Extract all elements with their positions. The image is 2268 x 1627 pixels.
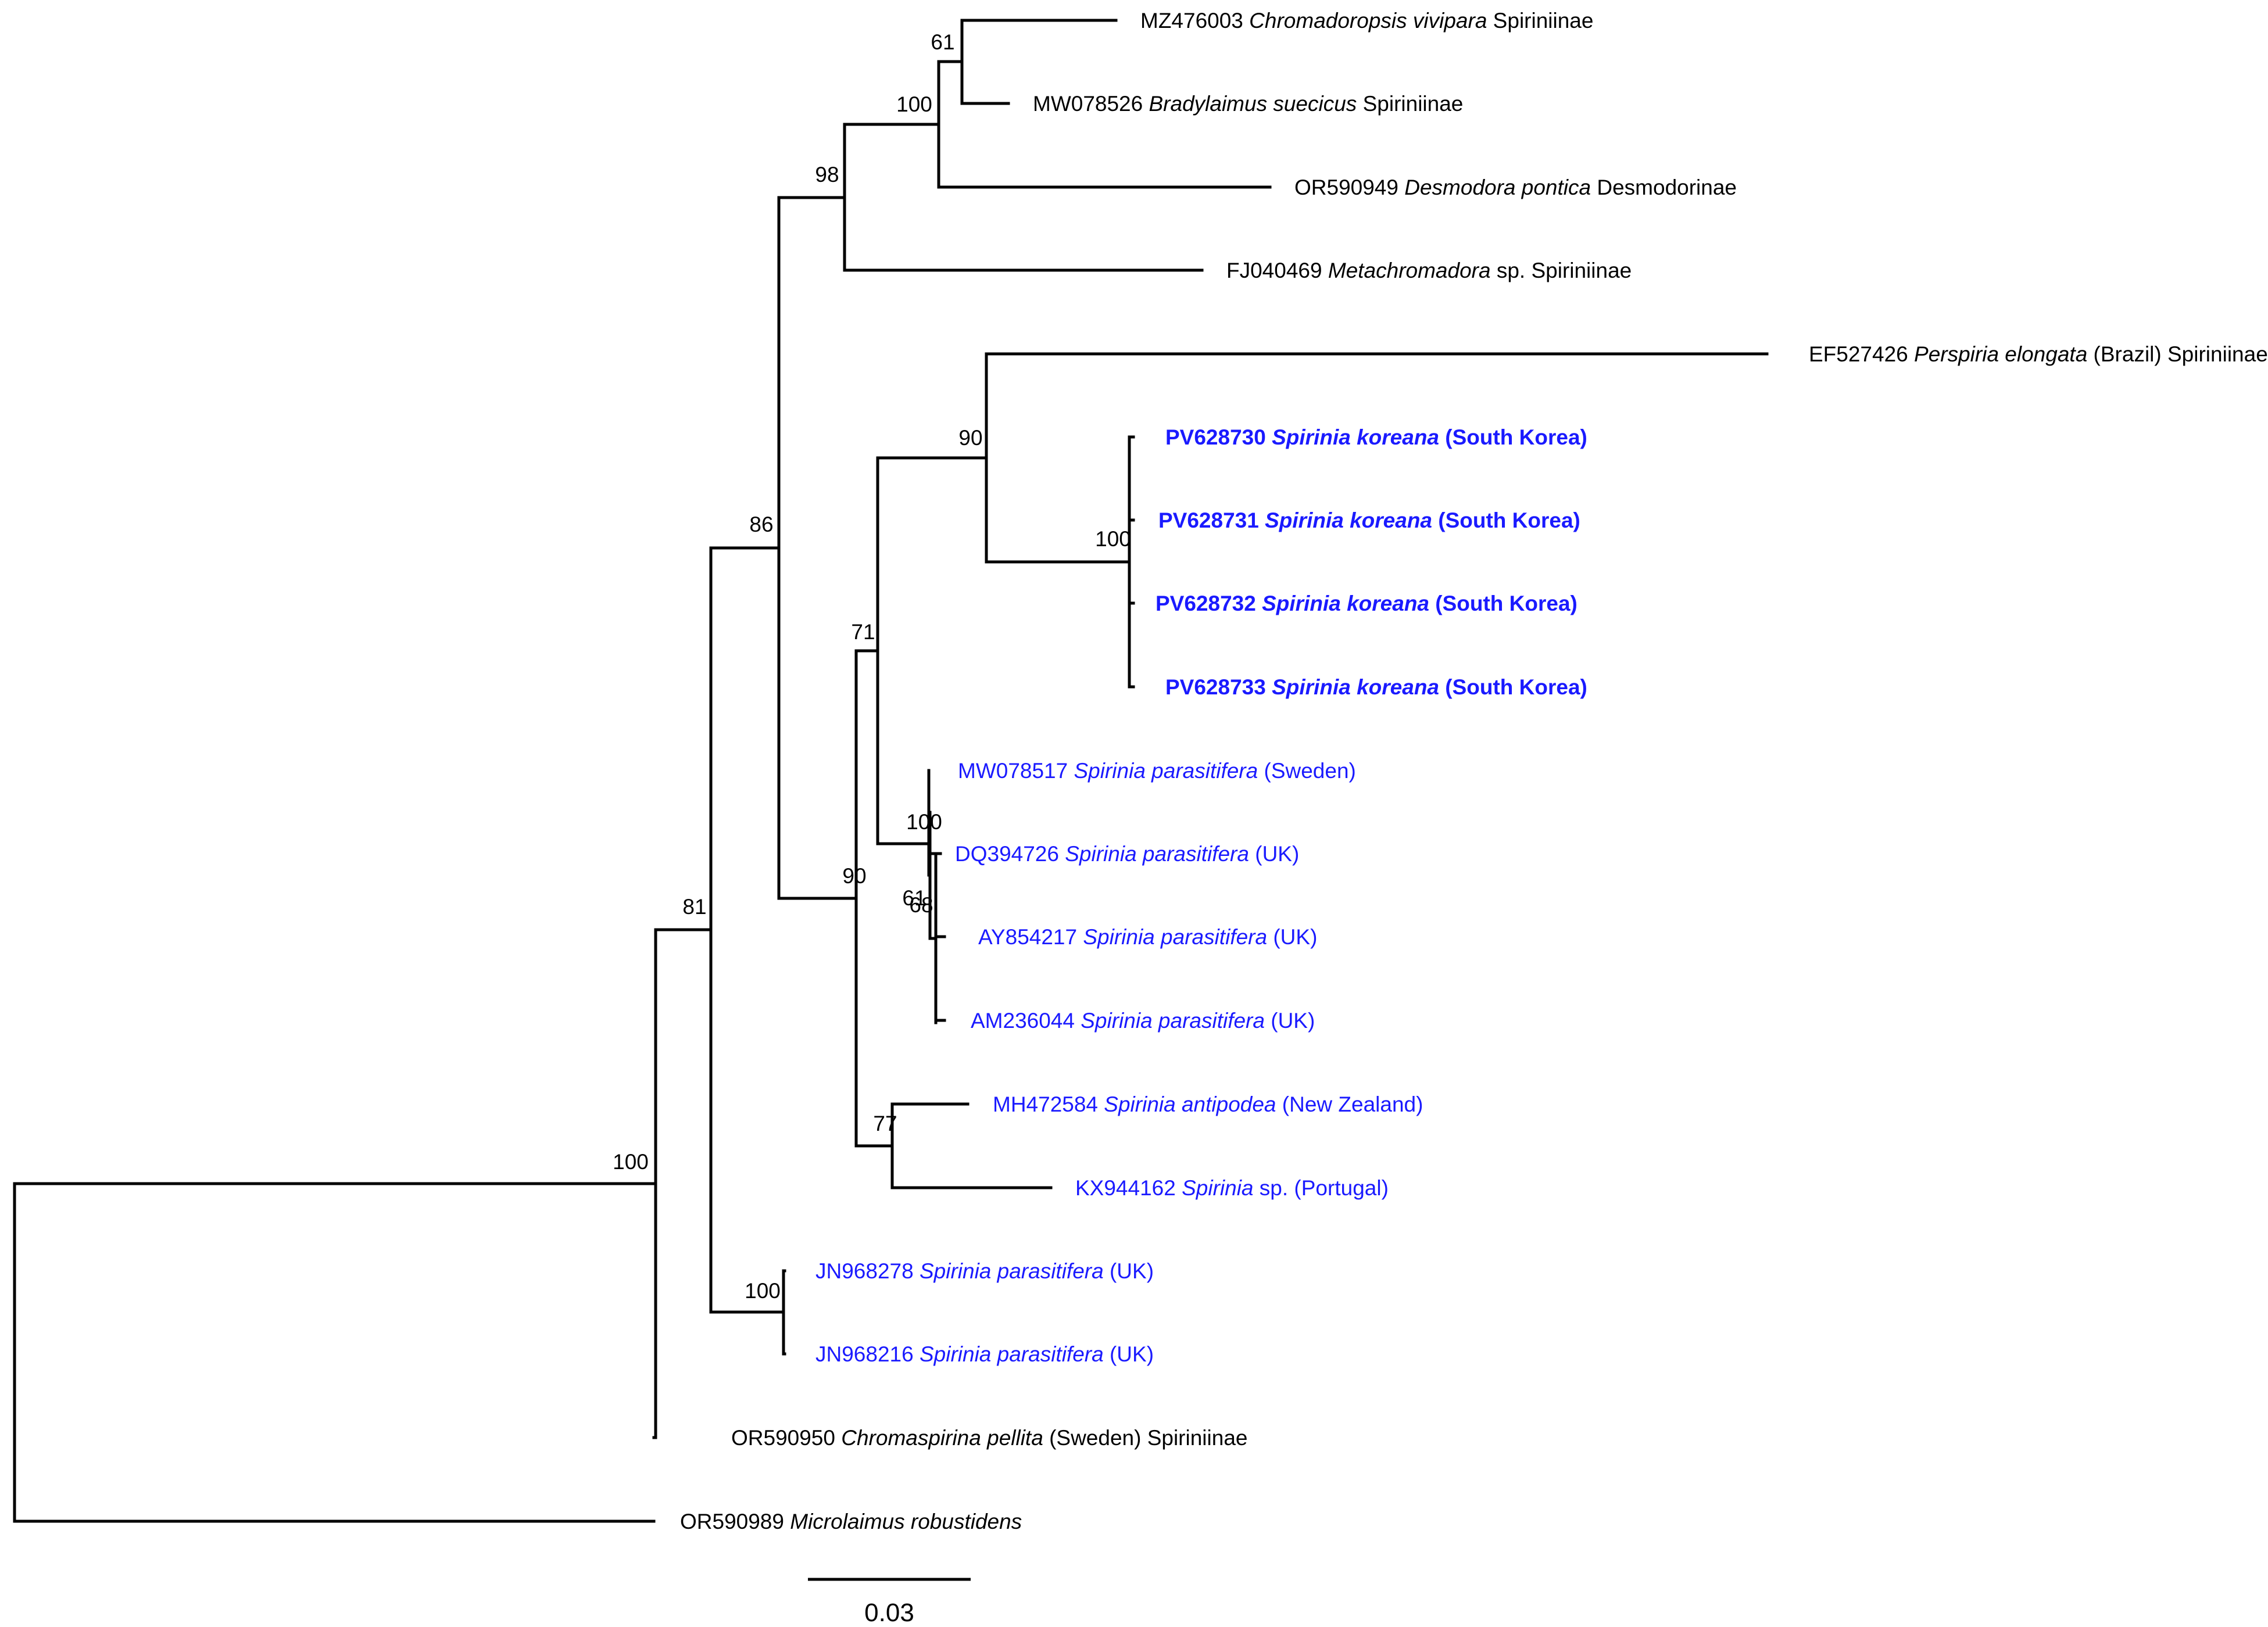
tip-label: MW078517 Spirinia parasitifera (Sweden) [958, 759, 1356, 783]
support-value: 98 [815, 163, 839, 187]
scale-bar: 0.03 [808, 1578, 971, 1627]
tip-suffix: (UK) [1265, 1009, 1315, 1033]
tip-accession: MW078517 [958, 759, 1074, 783]
tip-suffix: sp. Spiriniinae [1491, 259, 1632, 282]
tip-suffix: (South Korea) [1439, 425, 1587, 449]
tip-accession: OR590950 [731, 1426, 841, 1450]
tip-taxon-name: Spirinia koreana [1272, 425, 1439, 449]
tip-label: AM236044 Spirinia parasitifera (UK) [971, 1009, 1315, 1033]
tip-suffix: (UK) [1267, 925, 1317, 949]
tip-accession: OR590949 [1294, 175, 1404, 199]
tip-accession: FJ040469 [1226, 259, 1328, 282]
tip-label: OR590950 Chromaspirina pellita (Sweden) … [731, 1426, 1247, 1450]
tip-label: MW078526 Bradylaimus suecicus Spiriniina… [1033, 92, 1463, 116]
support-value: 81 [682, 895, 706, 919]
tip-accession: MZ476003 [1140, 9, 1249, 33]
tip-accession: PV628730 [1165, 425, 1272, 449]
tip-taxon-name: Spirinia koreana [1265, 508, 1432, 532]
tip-taxon-name: Perspiria elongata [1914, 342, 2087, 366]
tip-label: PV628733 Spirinia koreana (South Korea) [1165, 675, 1587, 699]
tip-accession: KX944162 [1075, 1176, 1182, 1200]
tip-labels: MZ476003 Chromadoropsis vivipara Spirini… [680, 9, 2268, 1533]
tip-taxon-name: Spirinia koreana [1272, 675, 1439, 699]
tip-label: MZ476003 Chromadoropsis vivipara Spirini… [1140, 9, 1593, 33]
tip-taxon-name: Spirinia koreana [1262, 592, 1429, 615]
tip-label: AY854217 Spirinia parasitifera (UK) [978, 925, 1317, 949]
tip-suffix: (UK) [1249, 842, 1299, 866]
tip-suffix: (Brazil) Spiriniinae [2087, 342, 2268, 366]
tip-accession: AM236044 [971, 1009, 1081, 1033]
tip-suffix: (UK) [1104, 1259, 1154, 1283]
tip-suffix: (South Korea) [1432, 508, 1580, 532]
tip-taxon-name: Bradylaimus suecicus [1149, 92, 1357, 116]
tip-accession: MH472584 [993, 1092, 1104, 1116]
tip-accession: PV628733 [1165, 675, 1272, 699]
tip-taxon-name: Spirinia parasitifera [1083, 925, 1267, 949]
tip-label: OR590989 Microlaimus robustidens [680, 1510, 1022, 1533]
tip-suffix: Spiriniinae [1487, 9, 1593, 33]
support-value: 100 [1095, 527, 1131, 551]
tip-label: PV628732 Spirinia koreana (South Korea) [1156, 592, 1577, 615]
tip-label: EF527426 Perspiria elongata (Brazil) Spi… [1809, 342, 2268, 366]
support-value: 68 [909, 893, 933, 917]
support-value: 100 [745, 1279, 781, 1303]
support-value: 86 [749, 513, 773, 536]
tip-label: KX944162 Spirinia sp. (Portugal) [1075, 1176, 1389, 1200]
tip-taxon-name: Spirinia parasitifera [1074, 759, 1258, 783]
tip-suffix: Desmodorinae [1591, 175, 1737, 199]
tip-label: PV628730 Spirinia koreana (South Korea) [1165, 425, 1587, 449]
tip-taxon-name: Chromaspirina pellita [841, 1426, 1043, 1450]
tip-label: PV628731 Spirinia koreana (South Korea) [1158, 508, 1580, 532]
tip-taxon-name: Chromadoropsis vivipara [1249, 9, 1487, 33]
tip-suffix: (South Korea) [1429, 592, 1577, 615]
support-value: 61 [902, 886, 926, 910]
tip-label: MH472584 Spirinia antipodea (New Zealand… [993, 1092, 1423, 1116]
support-value: 90 [842, 864, 866, 888]
tip-taxon-name: Desmodora pontica [1404, 175, 1591, 199]
tip-suffix: (Sweden) Spiriniinae [1043, 1426, 1248, 1450]
scale-bar-label: 0.03 [864, 1599, 914, 1627]
tip-accession: AY854217 [978, 925, 1083, 949]
tip-accession: PV628732 [1156, 592, 1262, 615]
support-value: 61 [931, 30, 954, 54]
tip-label: DQ394726 Spirinia parasitifera (UK) [955, 842, 1299, 866]
tip-label: OR590949 Desmodora pontica Desmodorinae [1294, 175, 1737, 199]
support-value: 77 [873, 1112, 897, 1135]
tip-label: FJ040469 Metachromadora sp. Spiriniinae [1226, 259, 1632, 282]
tip-accession: OR590989 [680, 1510, 790, 1533]
tip-taxon-name: Spirinia parasitifera [920, 1342, 1104, 1366]
tip-label: JN968216 Spirinia parasitifera (UK) [815, 1342, 1154, 1366]
support-value: 71 [851, 620, 875, 644]
tip-suffix: (UK) [1104, 1342, 1154, 1366]
tip-taxon-name: Microlaimus robustidens [790, 1510, 1022, 1533]
tip-taxon-name: Spirinia [1182, 1176, 1253, 1200]
tip-taxon-name: Spirinia antipodea [1104, 1092, 1276, 1116]
support-value: 90 [958, 426, 982, 450]
tree-branches [13, 19, 1769, 1523]
tip-accession: EF527426 [1809, 342, 1914, 366]
tip-taxon-name: Metachromadora [1328, 259, 1491, 282]
tip-suffix: sp. (Portugal) [1254, 1176, 1389, 1200]
tip-accession: PV628731 [1158, 508, 1265, 532]
tip-accession: MW078526 [1033, 92, 1149, 116]
support-value: 100 [613, 1150, 649, 1174]
tip-suffix: (New Zealand) [1276, 1092, 1423, 1116]
tip-taxon-name: Spirinia parasitifera [920, 1259, 1104, 1283]
tip-accession: DQ394726 [955, 842, 1065, 866]
tip-suffix: Spiriniinae [1357, 92, 1463, 116]
tip-taxon-name: Spirinia parasitifera [1081, 1009, 1265, 1033]
tip-suffix: (Sweden) [1258, 759, 1356, 783]
support-value: 100 [906, 810, 942, 834]
tip-accession: JN968216 [815, 1342, 920, 1366]
tip-suffix: (South Korea) [1439, 675, 1587, 699]
tip-taxon-name: Spirinia parasitifera [1065, 842, 1249, 866]
tip-accession: JN968278 [815, 1259, 920, 1283]
support-value: 100 [896, 92, 932, 116]
tip-label: JN968278 Spirinia parasitifera (UK) [815, 1259, 1154, 1283]
